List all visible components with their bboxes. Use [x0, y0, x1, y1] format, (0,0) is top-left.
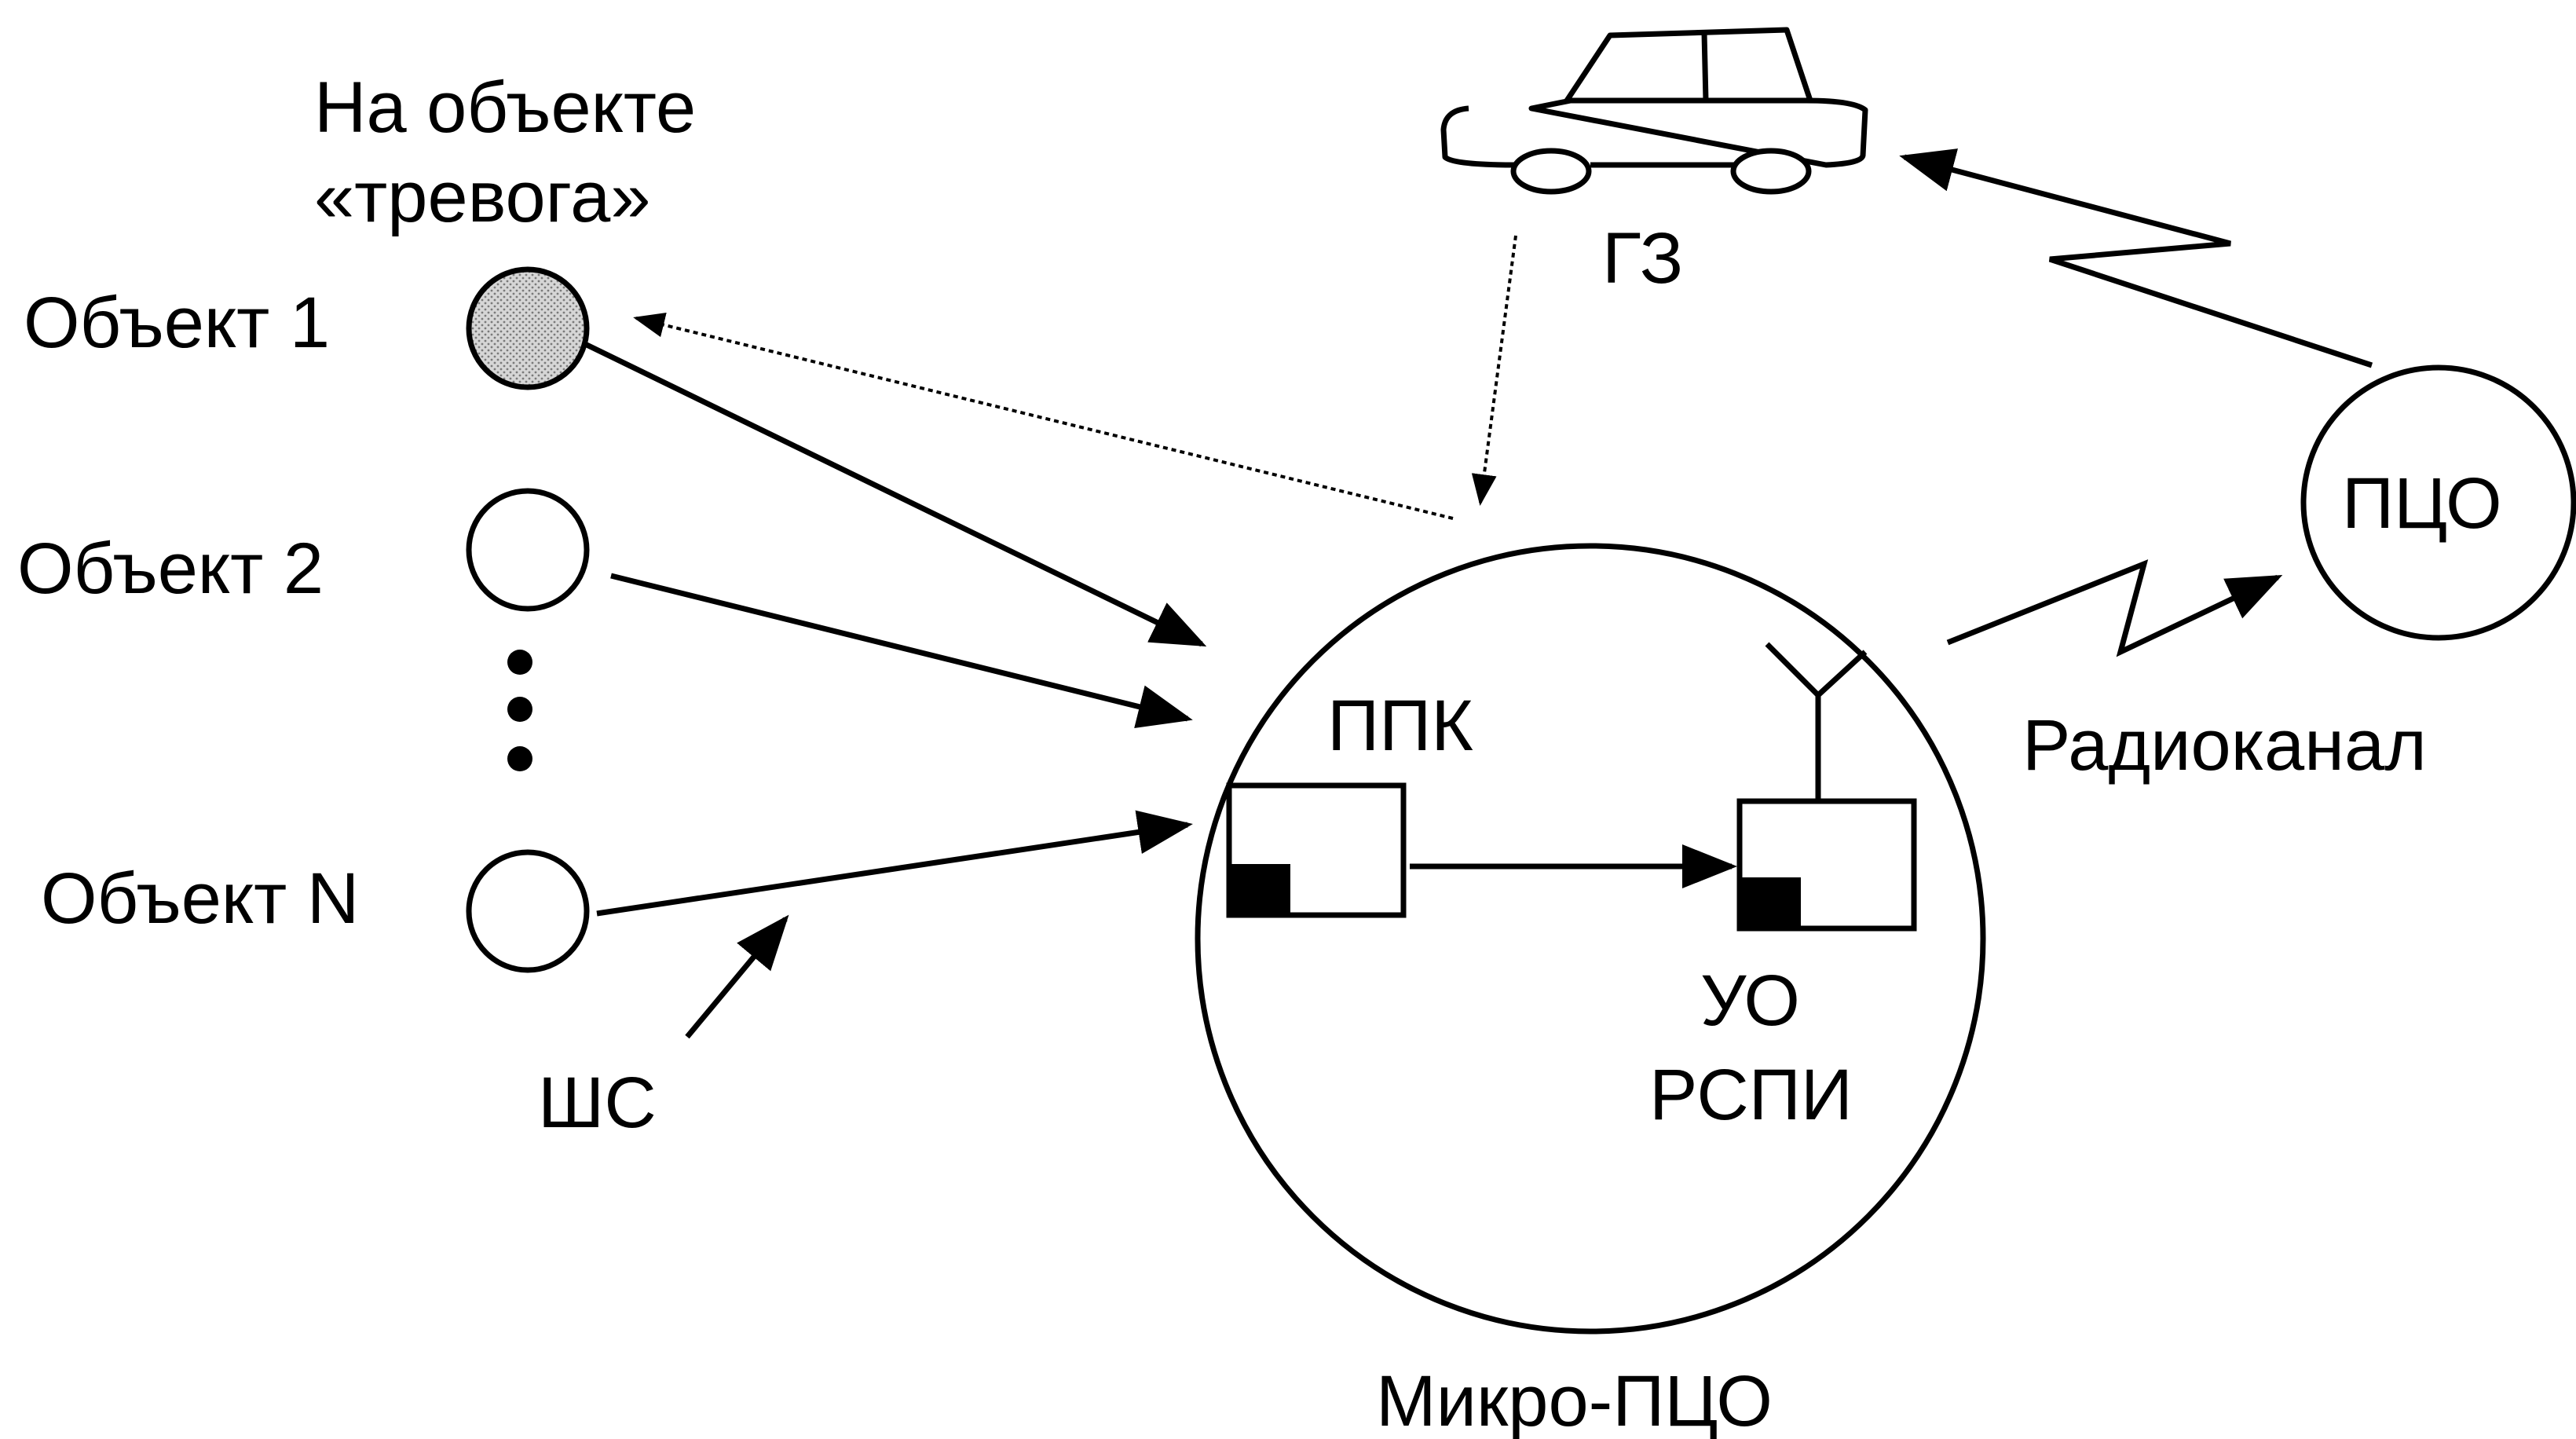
radio-channel-label: Радиоканал — [2022, 705, 2427, 785]
object-2-label: Объект 2 — [17, 529, 324, 609]
dispatch-to-object1-arrow — [633, 313, 1454, 520]
radio-channel-link — [1946, 559, 2283, 657]
uo-rspi-indicator — [1740, 877, 1801, 928]
pco-node — [2300, 364, 2576, 641]
pco-label: ПЦО — [2342, 463, 2502, 544]
loop-line-object1 — [584, 341, 1207, 647]
shs-pointer-arrow — [685, 914, 789, 1039]
object-n-node — [466, 849, 590, 973]
object-1-label: Объект 1 — [24, 283, 330, 363]
ppk-label: ППК — [1327, 686, 1473, 766]
rspi-label: РСПИ — [1649, 1055, 1853, 1135]
loop-line-object2 — [610, 573, 1193, 729]
shs-label: ШС — [538, 1063, 657, 1143]
alarm-note-line1: На объекте — [314, 68, 696, 148]
gz-to-micro-pco-arrow — [1471, 235, 1517, 506]
ellipsis-dots — [507, 650, 532, 771]
alarm-note-line2: «тревога» — [314, 157, 651, 237]
alarm-object-icon — [466, 266, 590, 390]
pco-to-gz-radio-link — [1899, 148, 2373, 368]
gz-label: ГЗ — [1602, 218, 1683, 298]
antenna-icon — [1765, 642, 1868, 801]
ppk-indicator — [1229, 864, 1290, 915]
micro-pco-node — [1195, 543, 1986, 1335]
uo-label: УО — [1700, 961, 1800, 1041]
micro-pco-label: Микро-ПЦО — [1376, 1361, 1773, 1439]
object-2-node — [466, 488, 590, 612]
loop-line-objectN — [596, 810, 1193, 917]
object-n-label: Объект N — [41, 859, 359, 939]
car-icon — [1440, 27, 1868, 195]
